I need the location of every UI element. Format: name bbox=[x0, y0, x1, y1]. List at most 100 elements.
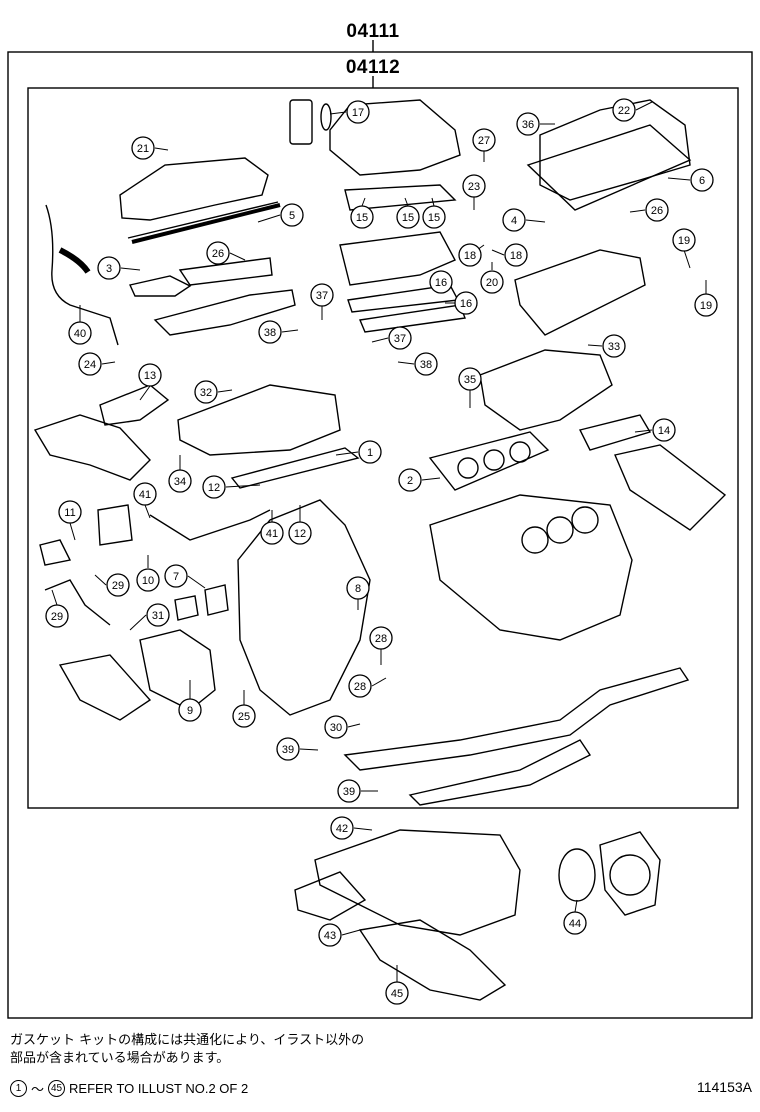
range-end-badge: 45 bbox=[48, 1080, 66, 1097]
svg-text:41: 41 bbox=[139, 489, 151, 501]
callout-32: 32 bbox=[194, 380, 233, 404]
svg-text:26: 26 bbox=[212, 248, 224, 260]
callout-38b: 38 bbox=[397, 352, 438, 376]
svg-text:24: 24 bbox=[84, 359, 96, 371]
callout-29a: 29 bbox=[94, 573, 130, 597]
callout-28b: 28 bbox=[348, 674, 387, 698]
svg-text:3: 3 bbox=[106, 263, 112, 275]
svg-text:29: 29 bbox=[112, 580, 124, 592]
svg-text:17: 17 bbox=[352, 107, 364, 119]
callout-7: 7 bbox=[164, 564, 206, 589]
callout-23: 23 bbox=[462, 174, 486, 210]
svg-text:10: 10 bbox=[142, 575, 154, 587]
callout-41a: 41 bbox=[133, 482, 157, 519]
callout-4: 4 bbox=[502, 208, 546, 232]
svg-text:12: 12 bbox=[294, 528, 306, 540]
callout-15c: 15 bbox=[422, 197, 446, 229]
svg-text:14: 14 bbox=[658, 425, 670, 437]
dipstick-guide bbox=[45, 204, 119, 346]
kit-code: 04111 bbox=[346, 21, 399, 42]
callout-29b: 29 bbox=[45, 589, 69, 628]
callout-1: 1 bbox=[335, 440, 382, 464]
svg-text:40: 40 bbox=[74, 328, 86, 340]
callout-39b: 39 bbox=[337, 779, 378, 803]
callout-42: 42 bbox=[330, 816, 373, 840]
timing-cover-upper bbox=[119, 157, 269, 221]
callout-2: 2 bbox=[398, 468, 441, 492]
svg-text:32: 32 bbox=[200, 387, 212, 399]
svg-text:39: 39 bbox=[282, 744, 294, 756]
callout-31: 31 bbox=[129, 603, 170, 631]
callout-19a: 19 bbox=[672, 228, 696, 269]
kit-frame bbox=[7, 51, 753, 1019]
svg-text:9: 9 bbox=[187, 705, 193, 717]
svg-text:15: 15 bbox=[428, 212, 440, 224]
callout-11: 11 bbox=[58, 500, 82, 541]
callout-5: 5 bbox=[257, 203, 304, 227]
callout-22: 22 bbox=[612, 98, 653, 122]
refer-note: 1 ～ 45 REFER TO ILLUST NO.2 OF 2 bbox=[10, 1079, 248, 1098]
callout-6: 6 bbox=[667, 168, 714, 192]
refer-text: REFER TO ILLUST NO.2 OF 2 bbox=[69, 1081, 249, 1096]
intake-plenum bbox=[329, 99, 461, 176]
callout-17: 17 bbox=[329, 100, 370, 124]
range-separator: ～ bbox=[31, 1082, 45, 1097]
callout-12b: 12 bbox=[288, 505, 312, 545]
callout-24: 24 bbox=[78, 352, 116, 376]
svg-text:37: 37 bbox=[394, 333, 406, 345]
callout-16a: 16 bbox=[429, 270, 453, 294]
svg-text:45: 45 bbox=[391, 988, 403, 1000]
svg-text:12: 12 bbox=[208, 482, 220, 494]
callout-3: 3 bbox=[97, 256, 141, 280]
callout-39a: 39 bbox=[276, 737, 319, 761]
svg-text:31: 31 bbox=[152, 610, 164, 622]
svg-text:33: 33 bbox=[608, 341, 620, 353]
callout-14: 14 bbox=[634, 418, 676, 442]
svg-text:28: 28 bbox=[375, 633, 387, 645]
svg-text:29: 29 bbox=[51, 611, 63, 623]
timing-chain-cover bbox=[237, 499, 371, 716]
svg-text:22: 22 bbox=[618, 105, 630, 117]
callout-30: 30 bbox=[324, 715, 361, 739]
callout-34: 34 bbox=[168, 455, 192, 493]
callout-18a: 18 bbox=[458, 243, 485, 267]
svg-text:18: 18 bbox=[510, 250, 522, 262]
svg-text:4: 4 bbox=[511, 215, 517, 227]
svg-text:15: 15 bbox=[356, 212, 368, 224]
svg-text:39: 39 bbox=[343, 786, 355, 798]
callout-20: 20 bbox=[480, 262, 504, 294]
svg-text:38: 38 bbox=[264, 327, 276, 339]
callout-33: 33 bbox=[587, 334, 626, 358]
svg-text:42: 42 bbox=[336, 823, 348, 835]
cylinder-head-left bbox=[177, 384, 341, 456]
svg-text:28: 28 bbox=[354, 681, 366, 693]
svg-text:13: 13 bbox=[144, 370, 156, 382]
callout-25: 25 bbox=[232, 690, 256, 728]
svg-text:21: 21 bbox=[137, 143, 149, 155]
callout-13: 13 bbox=[138, 363, 162, 401]
svg-text:5: 5 bbox=[289, 210, 295, 222]
svg-text:15: 15 bbox=[402, 212, 414, 224]
svg-text:25: 25 bbox=[238, 711, 250, 723]
oil-pan bbox=[314, 829, 521, 936]
callout-37b: 37 bbox=[371, 326, 412, 350]
callout-40: 40 bbox=[68, 305, 92, 345]
svg-text:37: 37 bbox=[316, 290, 328, 302]
sub-kit-code: 04112 bbox=[346, 57, 400, 78]
svg-text:41: 41 bbox=[266, 528, 278, 540]
callout-16b: 16 bbox=[445, 291, 478, 315]
callout-44: 44 bbox=[563, 899, 587, 935]
svg-text:27: 27 bbox=[478, 135, 490, 147]
callout-28a: 28 bbox=[369, 626, 393, 665]
callout-26b: 26 bbox=[206, 241, 246, 265]
rear-oil-seal bbox=[558, 848, 596, 902]
callout-36: 36 bbox=[516, 112, 555, 136]
callout-45: 45 bbox=[385, 965, 409, 1005]
cylinder-head-gasket bbox=[428, 431, 550, 491]
svg-text:16: 16 bbox=[460, 298, 472, 310]
svg-text:26: 26 bbox=[651, 205, 663, 217]
exhaust-pipe bbox=[343, 667, 690, 771]
svg-text:1: 1 bbox=[367, 447, 373, 459]
svg-text:36: 36 bbox=[522, 119, 534, 131]
